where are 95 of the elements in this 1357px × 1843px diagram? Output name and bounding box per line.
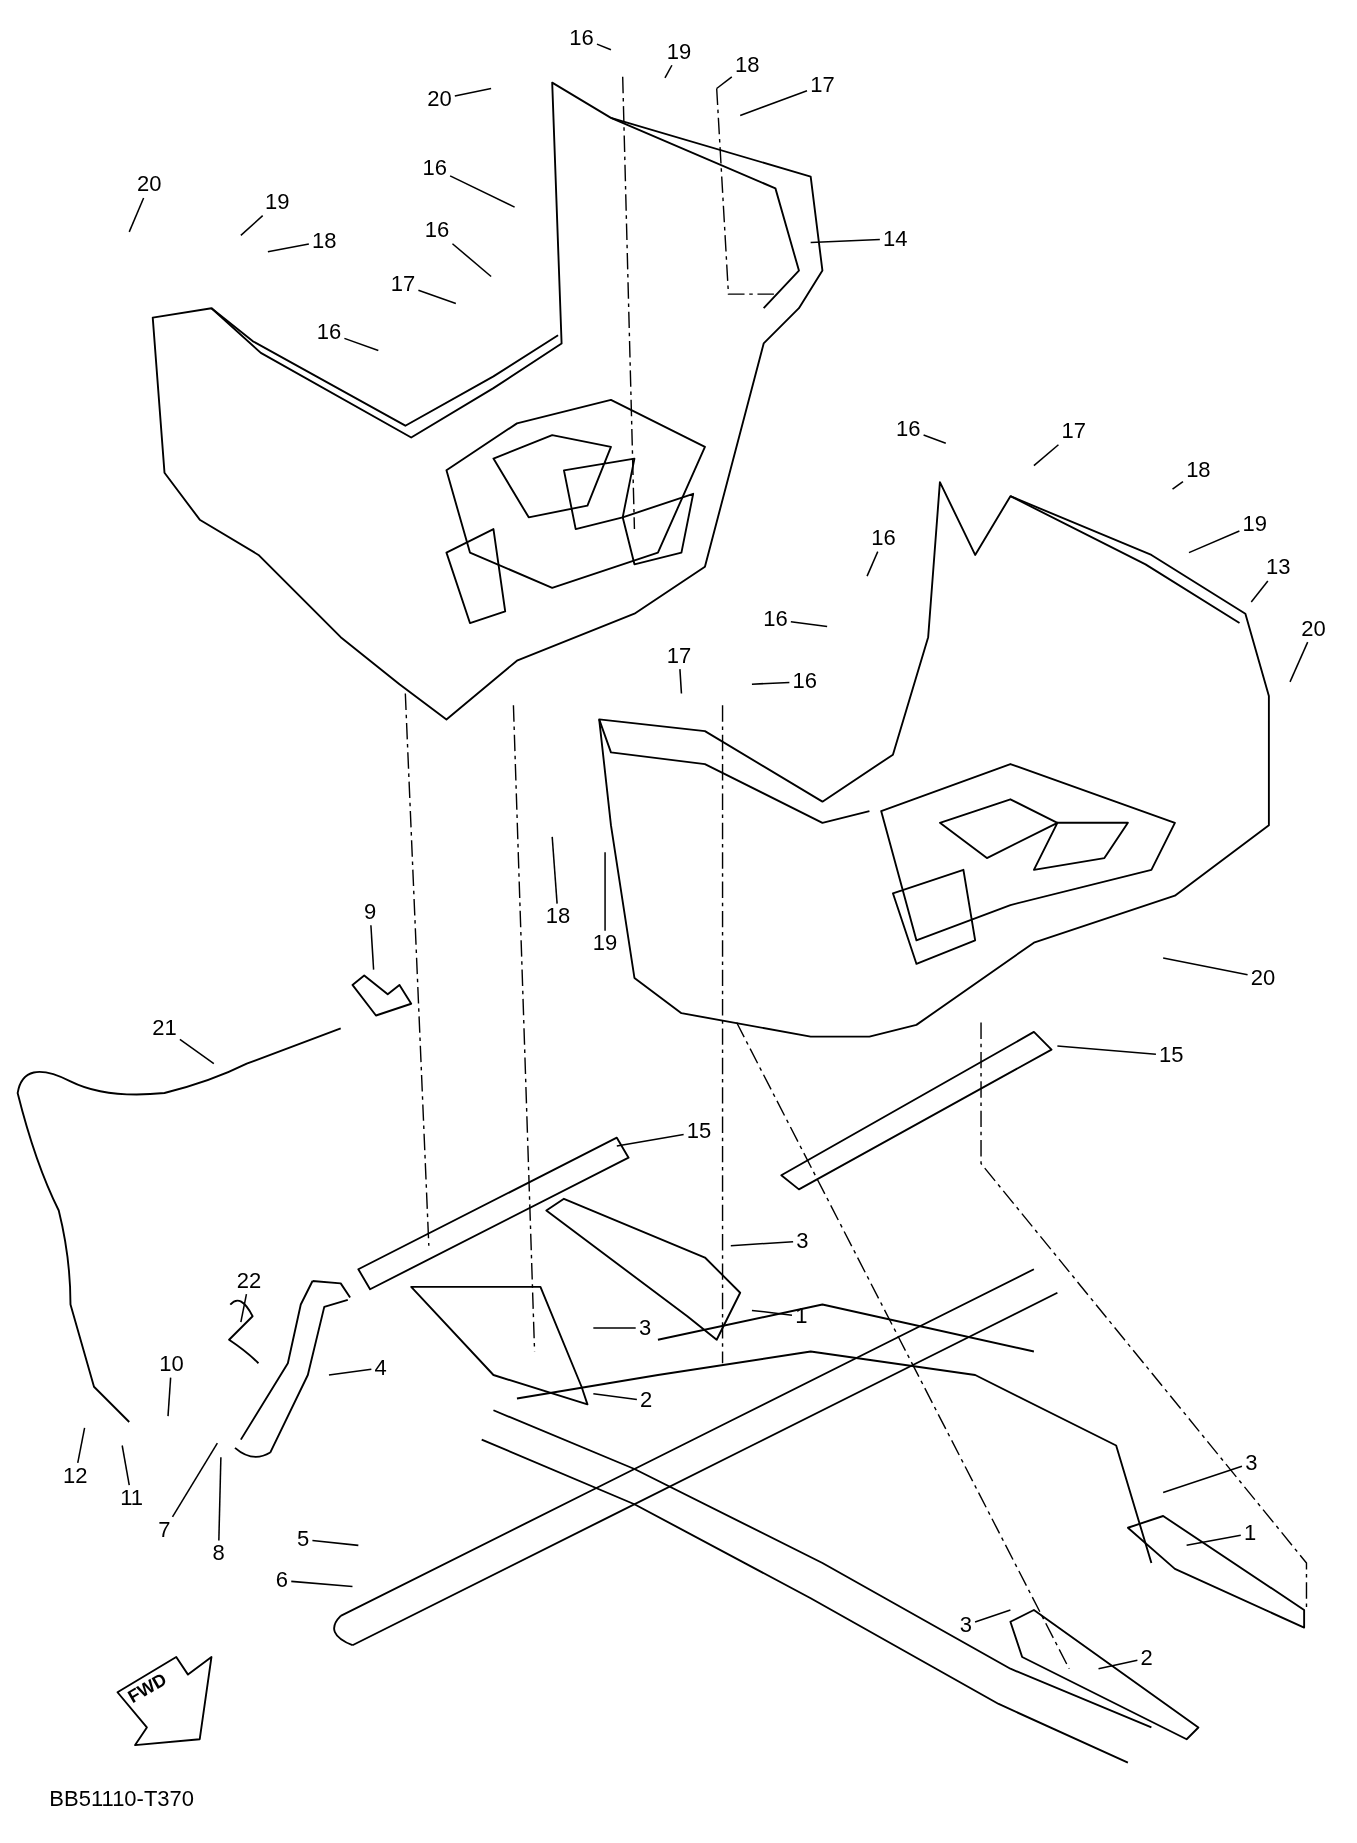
callout-number: 16 [790,669,820,694]
callout-number: 16 [869,526,898,551]
leader-line [240,214,264,237]
callout-number: 11 [118,1486,145,1510]
callout-number: 20 [1248,965,1278,990]
callout-number: 15 [1157,1043,1186,1068]
callout-number: 22 [234,1268,264,1293]
callout-number: 4 [372,1355,389,1380]
callout-number: 5 [295,1527,312,1552]
callout-number: 19 [664,39,694,64]
callout-number: 15 [684,1119,714,1144]
leader-line [167,1376,172,1417]
callout-number: 19 [1240,512,1269,536]
leader-line [1188,530,1241,554]
leader-line [739,89,808,117]
leader-line [77,1427,86,1464]
callout-number: 12 [60,1463,90,1488]
callout-number: 18 [543,904,573,929]
callout-number: 20 [1299,616,1328,641]
direction-label: FWD [124,1668,171,1708]
callout-number: 16 [893,416,923,441]
callout-number: 3 [1243,1450,1260,1475]
leader-line [1289,641,1309,683]
leader-line [596,43,612,51]
callout-number: 14 [881,226,910,251]
callout-number: 2 [1138,1645,1155,1670]
callout-number: 8 [210,1541,227,1566]
callout-number: 1 [1241,1521,1259,1546]
leader-line [1171,480,1184,490]
leader-line [790,620,828,628]
callout-number: 7 [156,1517,173,1542]
callout-number: 13 [1264,555,1293,580]
callout-number: 19 [263,190,292,215]
leader-line [370,924,375,971]
callout-number: 18 [733,52,762,77]
leader-line [616,1133,685,1147]
callout-number: 16 [420,156,449,180]
leader-line [922,434,947,445]
callout-number: 17 [388,272,418,297]
callout-number: 16 [567,25,596,50]
leader-line [1056,1045,1157,1055]
callout-number: 16 [422,218,452,243]
callout-number: 18 [1184,457,1213,482]
leader-line [290,1580,354,1588]
callout-number: 17 [808,72,837,97]
leader-line [604,851,606,932]
leader-line [1033,443,1060,467]
callout-number: 3 [636,1315,654,1340]
leader-line [454,87,492,97]
leader-line [343,337,380,352]
leader-line [664,64,673,79]
callout-number: 16 [314,320,344,345]
leader-line [715,76,733,90]
leader-line [267,243,310,253]
callout-number: 21 [150,1016,179,1040]
leader-line [592,1327,637,1329]
callout-number: 20 [425,86,454,111]
leader-line [751,681,791,685]
leader-line [417,289,457,305]
leader-line [1162,957,1249,976]
leader-line [866,550,879,577]
leader-line [1250,580,1269,603]
callout-number: 3 [957,1612,974,1637]
callout-number: 17 [664,643,694,668]
leader-line [1185,1534,1242,1547]
leader-line [449,175,516,208]
callout-number: 19 [590,931,620,956]
leader-line [809,238,881,244]
callout-number: 2 [638,1388,655,1413]
leader-line [1162,1465,1243,1494]
callout-number: 10 [157,1352,186,1377]
callout-number: 16 [761,607,790,632]
leader-line [679,668,683,695]
leader-line [751,1309,793,1316]
callout-number: 3 [794,1228,811,1253]
leader-line [328,1368,373,1376]
leader-line [592,1393,638,1401]
leader-line [311,1539,360,1547]
leader-line [218,1456,222,1542]
leader-line [121,1444,130,1486]
callout-number: 6 [273,1568,291,1593]
leader-line [128,197,145,233]
leader-line [179,1038,215,1065]
callout-number: 18 [310,228,339,253]
callout-number: 17 [1059,419,1089,444]
leader-line [240,1293,248,1323]
leader-line [1097,1659,1139,1670]
leader-line [171,1442,219,1518]
leader-line [451,242,492,278]
callout-number: 20 [134,172,164,197]
leader-line [730,1240,794,1247]
drawing-code: BB51110-T370 [49,1785,195,1812]
leader-line [974,1609,1012,1623]
callout-number: 9 [361,899,379,924]
leader-line [551,836,558,905]
